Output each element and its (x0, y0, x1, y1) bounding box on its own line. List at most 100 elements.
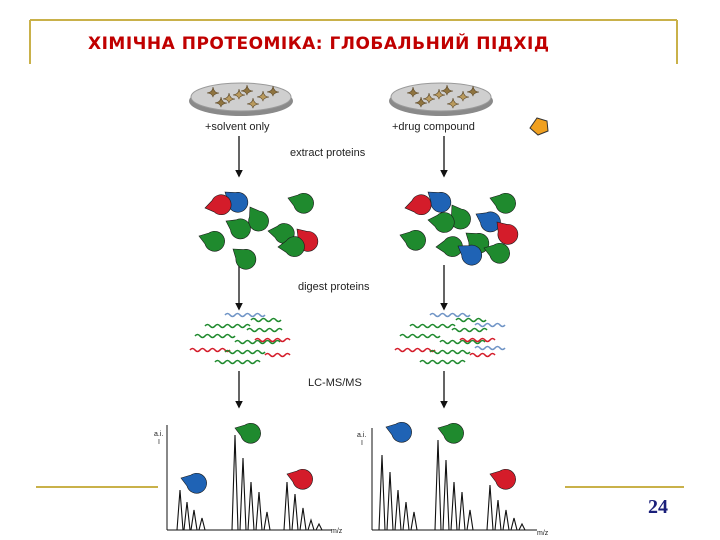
petri-dish-drug (389, 82, 493, 116)
protein-icon (204, 194, 232, 216)
dish-rim (390, 82, 492, 112)
ms-spectrum-drug (371, 422, 537, 531)
protein-icon (225, 218, 251, 240)
protein-icon (404, 194, 432, 216)
spectrum-peak (263, 511, 271, 531)
protein-icon (277, 236, 305, 257)
peptide-strand (429, 312, 471, 318)
protein-icon (248, 206, 269, 232)
peptide-strand (189, 347, 231, 353)
x-axis-label-right: m/z (537, 530, 549, 537)
cell-icon (422, 92, 436, 104)
cell-icon (446, 97, 460, 109)
spectrum-peak (494, 499, 502, 531)
y-axis-unit-left: I (158, 439, 160, 446)
label-drug-compound: +drug compound (392, 121, 475, 133)
peptide-cluster-drug (394, 312, 506, 365)
protein-cluster-solvent (198, 191, 319, 270)
protein-icon (267, 223, 295, 244)
protein-icon (399, 230, 426, 251)
cell-icon (246, 97, 260, 109)
peptide-strand (419, 359, 466, 365)
cell-icon (222, 92, 236, 104)
protein-icon (457, 244, 482, 266)
peptide-strand (264, 352, 291, 358)
arrows (235, 136, 448, 409)
protein-icon (489, 469, 516, 490)
peptide-strand (224, 312, 266, 318)
protein-cluster-drug (399, 191, 519, 266)
peptide-strand (204, 323, 251, 329)
spectrum-peak (176, 489, 184, 531)
peptide-strand (224, 349, 266, 355)
spectrum-peak (410, 511, 418, 531)
peptide-strand (439, 339, 486, 345)
spectrum-peak (307, 518, 315, 531)
spectrum-peak (247, 481, 255, 531)
step-lc-ms-ms: LC-MS/MS (308, 377, 362, 389)
spectrum-peak (434, 439, 442, 531)
spectrum-peak (183, 501, 191, 531)
ms-spectrum-solvent (166, 423, 332, 531)
label-solvent-only: +solvent only (205, 121, 270, 133)
spectrum-peak (502, 509, 510, 531)
spectrum-peak (283, 481, 291, 531)
spectrum-peak (442, 459, 450, 531)
protein-icon (234, 423, 261, 444)
y-axis-label-right: a.i. (357, 432, 366, 439)
drug-compound-icon (529, 117, 549, 136)
protein-icon (180, 473, 207, 494)
spectrum-peak (239, 457, 247, 531)
protein-icon (437, 423, 464, 444)
peptide-strand (254, 337, 291, 343)
cell-icon (232, 88, 246, 100)
spectrum-peak (518, 522, 526, 531)
peptide-strand (214, 359, 261, 365)
peptide-strand (399, 333, 441, 339)
cell-icon (466, 85, 480, 97)
cell-icon (414, 96, 428, 108)
peptide-strand (246, 327, 283, 333)
spectrum-peak (315, 522, 323, 531)
step-extract-proteins: extract proteins (290, 147, 366, 159)
cell-icon (440, 84, 454, 96)
peptide-strand (455, 317, 487, 323)
cell-icon (266, 85, 280, 97)
spectrum-peak (231, 434, 239, 531)
spectrum-peak (198, 517, 206, 531)
protein-icon (427, 212, 455, 233)
peptide-strand (451, 327, 488, 333)
spectrum-peak (378, 454, 386, 531)
slide-title: ХІМІЧНА ПРОТЕОМІКА: ГЛОБАЛЬНИЙ ПІДХІД (88, 34, 550, 54)
protein-icon (287, 193, 314, 214)
protein-icon (489, 193, 516, 214)
peptide-strand (474, 345, 506, 351)
peptide-strand (474, 322, 506, 328)
spectrum-peak (466, 509, 474, 531)
petri-dish-solvent (189, 82, 293, 116)
spectrum-peak (450, 481, 458, 531)
cell-icon (240, 84, 254, 96)
peptide-strand (194, 333, 236, 339)
cell-icon (456, 90, 470, 102)
peptide-strand (250, 317, 282, 323)
cell-icon (214, 96, 228, 108)
protein-icon (496, 221, 519, 245)
spectrum-peak (486, 484, 494, 531)
peptide-cluster-solvent (189, 312, 291, 365)
protein-icon (483, 243, 510, 264)
spectrum-peak (402, 501, 410, 531)
y-axis-unit-right: I (361, 440, 363, 447)
spectrum-peak (458, 491, 466, 531)
peptide-strand (409, 323, 456, 329)
cell-icon (256, 90, 270, 102)
cell-icon (432, 88, 446, 100)
peptide-strand (459, 337, 496, 343)
spectrum-peak (190, 509, 198, 531)
cell-icon (406, 86, 420, 98)
protein-icon (286, 469, 313, 490)
protein-icon (427, 191, 452, 213)
protein-icon (198, 231, 225, 252)
spectrum-peak (394, 489, 402, 531)
